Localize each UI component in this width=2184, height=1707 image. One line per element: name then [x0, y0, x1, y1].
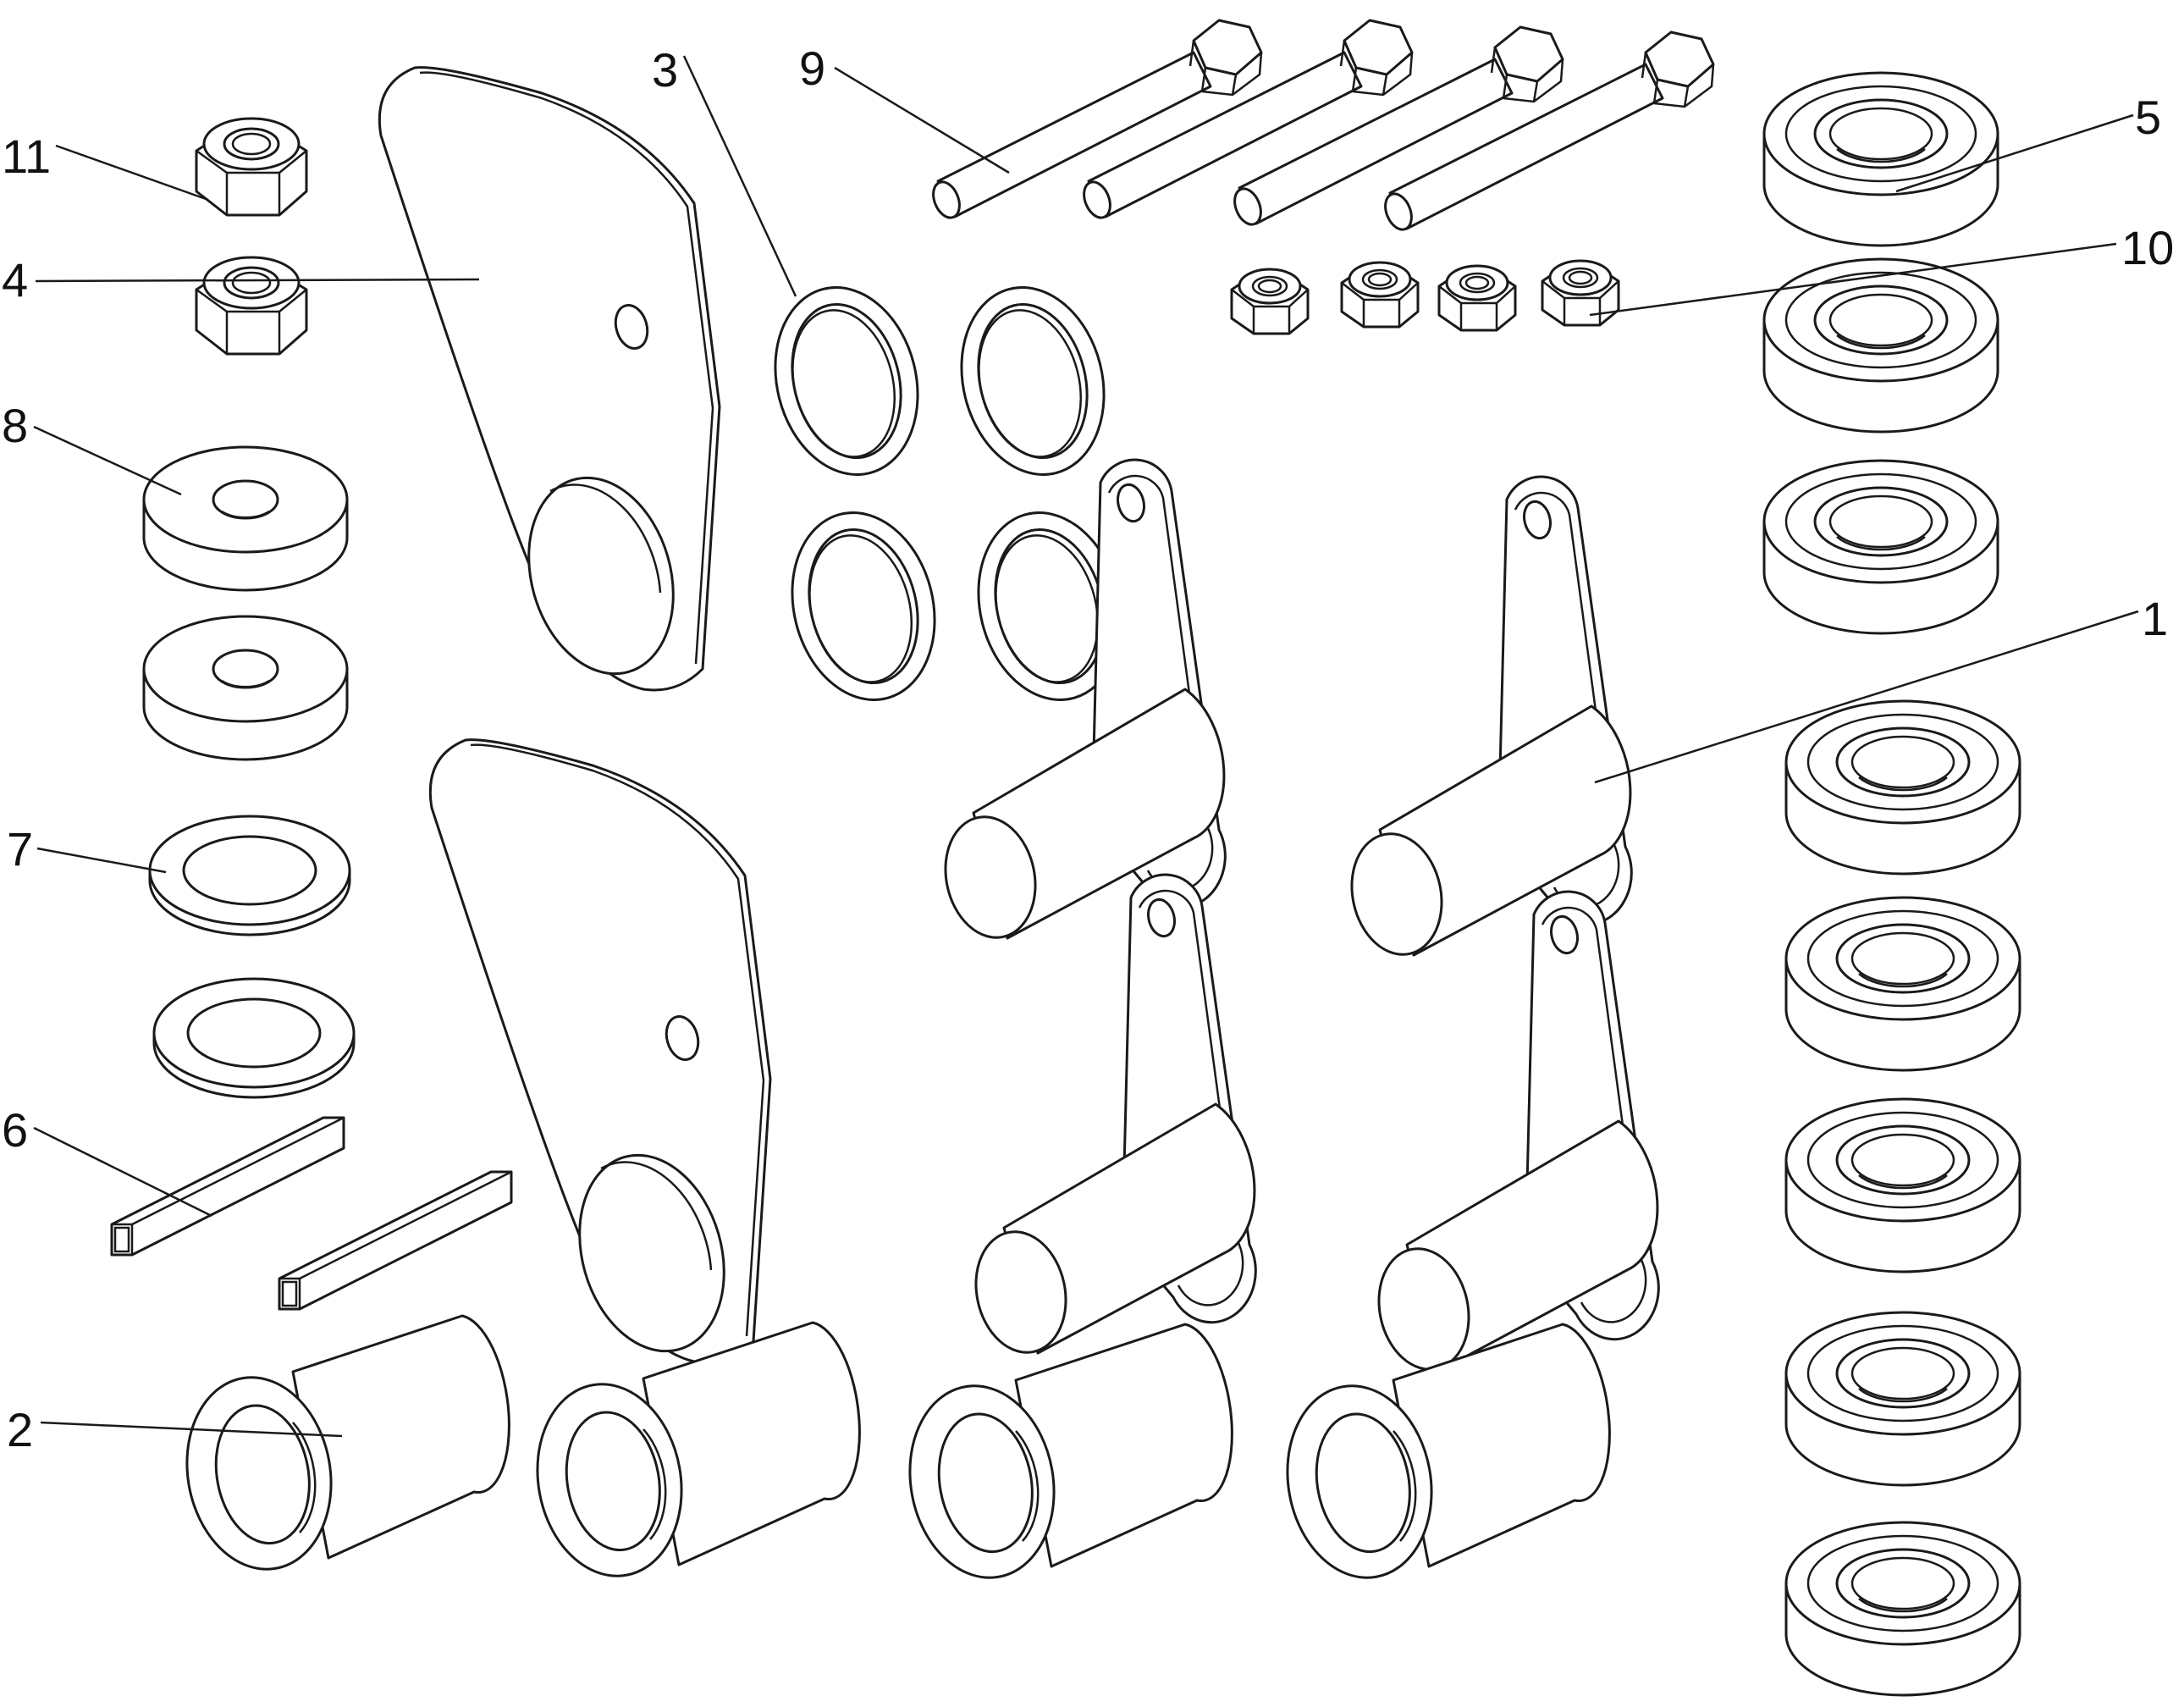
flat-washer-upper [148, 815, 351, 936]
callout-8: 8 [2, 399, 28, 452]
callout-11: 11 [2, 130, 51, 183]
callout-1: 1 [2142, 592, 2168, 645]
ball-bearing-6 [1784, 1097, 2021, 1273]
pivot-arm-4 [1366, 890, 1660, 1379]
lock-nut-4 [1541, 259, 1620, 327]
callout-5: 5 [2135, 91, 2161, 144]
hex-nut-upper [195, 117, 308, 217]
flat-washer-lower [152, 977, 356, 1099]
ball-bearing-7 [1784, 1311, 2021, 1487]
ring-washer-2 [940, 270, 1125, 492]
lock-nut-2 [1340, 261, 1420, 329]
lock-nut-1 [1230, 268, 1310, 335]
ball-bearing-3 [1762, 459, 1999, 635]
pivot-arm-3 [963, 873, 1257, 1362]
ball-bearing-4 [1784, 699, 2021, 876]
hex-nut-lower [195, 256, 308, 356]
ring-washer-1 [754, 270, 939, 492]
spacer-washer-lower [142, 615, 349, 761]
square-key-left [110, 1116, 345, 1257]
flanged-bushing-1 [170, 1314, 510, 1583]
flanged-bushing-3 [893, 1323, 1233, 1591]
callout-6: 6 [2, 1103, 28, 1157]
ball-bearing-2 [1762, 257, 1999, 434]
mounting-plate-lower [428, 738, 772, 1364]
ring-washer-3 [771, 495, 956, 717]
callout-labels: 11 4 8 7 6 2 3 9 5 10 1 [2, 41, 2174, 1456]
lock-nut-3 [1437, 264, 1517, 332]
leader-lines [33, 55, 2139, 1438]
callout-7: 7 [7, 822, 33, 876]
flanged-bushing-2 [521, 1321, 861, 1589]
square-key-right [278, 1170, 513, 1311]
callout-9: 9 [799, 41, 825, 95]
callout-3: 3 [652, 43, 678, 97]
callout-4: 4 [2, 253, 28, 307]
callout-2: 2 [7, 1403, 33, 1456]
ball-bearing-5 [1784, 896, 2021, 1072]
ball-bearing-1 [1762, 71, 1999, 247]
flanged-bushing-4 [1271, 1323, 1611, 1591]
ball-bearing-8 [1784, 1521, 2021, 1697]
pivot-arm-2 [1339, 475, 1633, 964]
spacer-washer-upper [142, 445, 349, 592]
mounting-plate-upper [378, 66, 721, 692]
callout-10: 10 [2121, 221, 2174, 274]
